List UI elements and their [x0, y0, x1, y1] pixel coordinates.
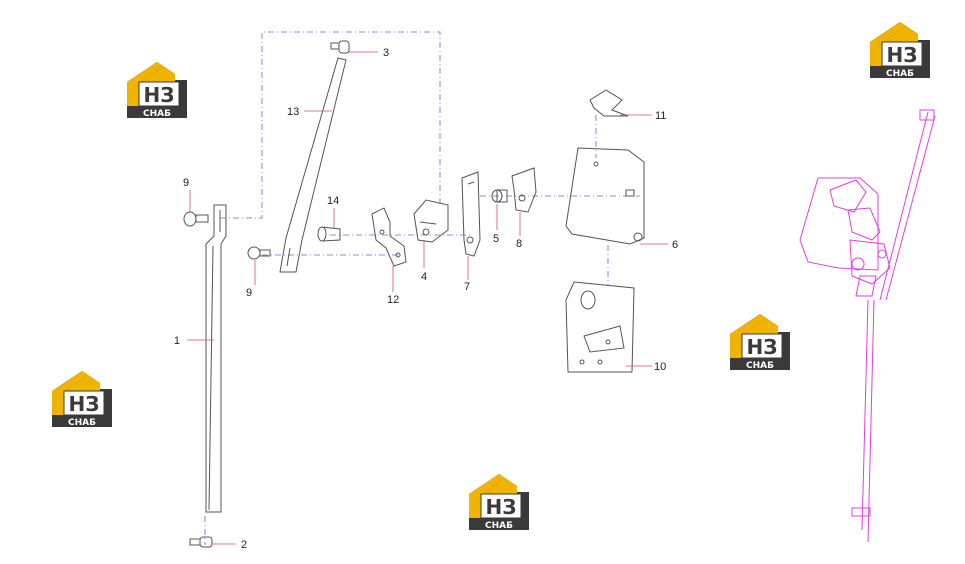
logo-letters: НЗ — [486, 495, 517, 519]
watermark-logo: НЗ СНАБ — [729, 313, 791, 371]
callout-9-lower: 9 — [246, 287, 252, 299]
part-9-pin-lower — [247, 246, 271, 260]
watermark-logo: НЗ СНАБ — [126, 61, 188, 119]
callouts: 1 2 3 4 5 6 7 8 9 9 10 11 12 13 14 — [174, 47, 678, 551]
callout-7: 7 — [464, 281, 470, 293]
watermark-logo: НЗ СНАБ — [51, 370, 113, 428]
part-12-bracket — [371, 207, 407, 267]
part-6-lock-plate — [565, 147, 645, 245]
assembly-dashed-lines — [204, 31, 640, 545]
watermark-logo: НЗ СНАБ — [468, 473, 530, 531]
logo-letters: НЗ — [144, 83, 175, 107]
callout-11: 11 — [655, 110, 666, 122]
callout-1: 1 — [174, 335, 180, 347]
leader-lines — [187, 51, 668, 545]
callout-12: 12 — [387, 294, 399, 306]
callout-10: 10 — [654, 361, 666, 373]
logo-letters: НЗ — [747, 335, 778, 359]
part-13-upper-rod — [279, 57, 347, 273]
part-4-lever — [413, 199, 449, 243]
callout-14: 14 — [327, 195, 339, 207]
callout-13: 13 — [287, 106, 299, 118]
assembled-view — [799, 109, 936, 543]
part-3-pin — [330, 40, 350, 54]
part-9-pin-upper — [183, 211, 209, 227]
callout-4: 4 — [421, 271, 427, 283]
callout-8: 8 — [516, 238, 522, 250]
part-14-bushing — [317, 226, 341, 242]
logo-caption: СНАБ — [143, 109, 171, 119]
callout-5: 5 — [493, 233, 499, 245]
callout-2: 2 — [241, 539, 247, 551]
part-5-plug — [491, 189, 508, 203]
callout-6: 6 — [672, 239, 678, 251]
logo-caption: СНАБ — [886, 69, 914, 79]
logo-caption: СНАБ — [746, 361, 774, 371]
part-2-pin — [189, 536, 213, 548]
part-10-cover-plate — [565, 281, 635, 373]
callout-3: 3 — [383, 47, 389, 59]
part-7-link — [461, 171, 481, 257]
logo-caption: СНАБ — [485, 521, 513, 531]
logo-caption: СНАБ — [68, 418, 96, 428]
part-8-clip — [511, 167, 537, 213]
callout-9-upper: 9 — [183, 177, 189, 189]
part-11-bracket — [589, 89, 629, 117]
watermark-logo: НЗ СНАБ — [869, 21, 931, 79]
logo-letters: НЗ — [69, 392, 100, 416]
logo-letters: НЗ — [887, 43, 918, 67]
part-1-long-rod — [205, 204, 227, 513]
